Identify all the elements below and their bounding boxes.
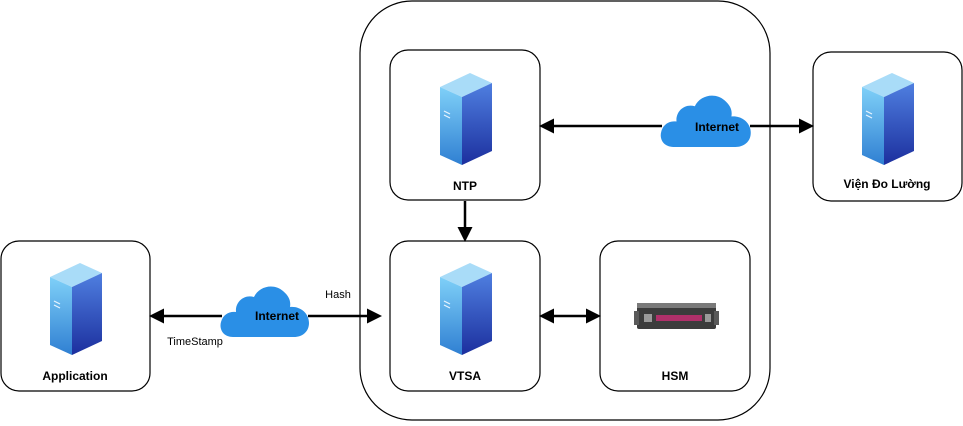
ntp-node[interactable]: NTP (389, 49, 541, 201)
vtsa-label: VTSA (449, 369, 481, 383)
internet-label-right: Internet (695, 120, 739, 134)
ntp-label: NTP (453, 179, 477, 193)
timestamp-label: TimeStamp (167, 336, 223, 348)
server-icon (440, 263, 492, 355)
hash-label: Hash (325, 289, 351, 301)
internet-label-left: Internet (255, 309, 299, 323)
vien-do-luong-node[interactable]: Viện Đo Lường (812, 51, 963, 202)
server-icon (50, 263, 102, 355)
internet-cloud-right: Internet (660, 95, 751, 147)
server-icon (440, 73, 492, 165)
application-node[interactable]: Application (0, 240, 151, 392)
internet-cloud-left: Internet (220, 286, 309, 337)
hsm-label: HSM (662, 369, 689, 383)
hsm-node[interactable]: HSM (599, 240, 751, 392)
vien-do-luong-label: Viện Đo Lường (844, 177, 931, 191)
server-icon (862, 73, 914, 165)
vtsa-node[interactable]: VTSA (389, 240, 541, 392)
application-label: Application (42, 369, 107, 383)
rack-appliance-icon (634, 303, 719, 329)
